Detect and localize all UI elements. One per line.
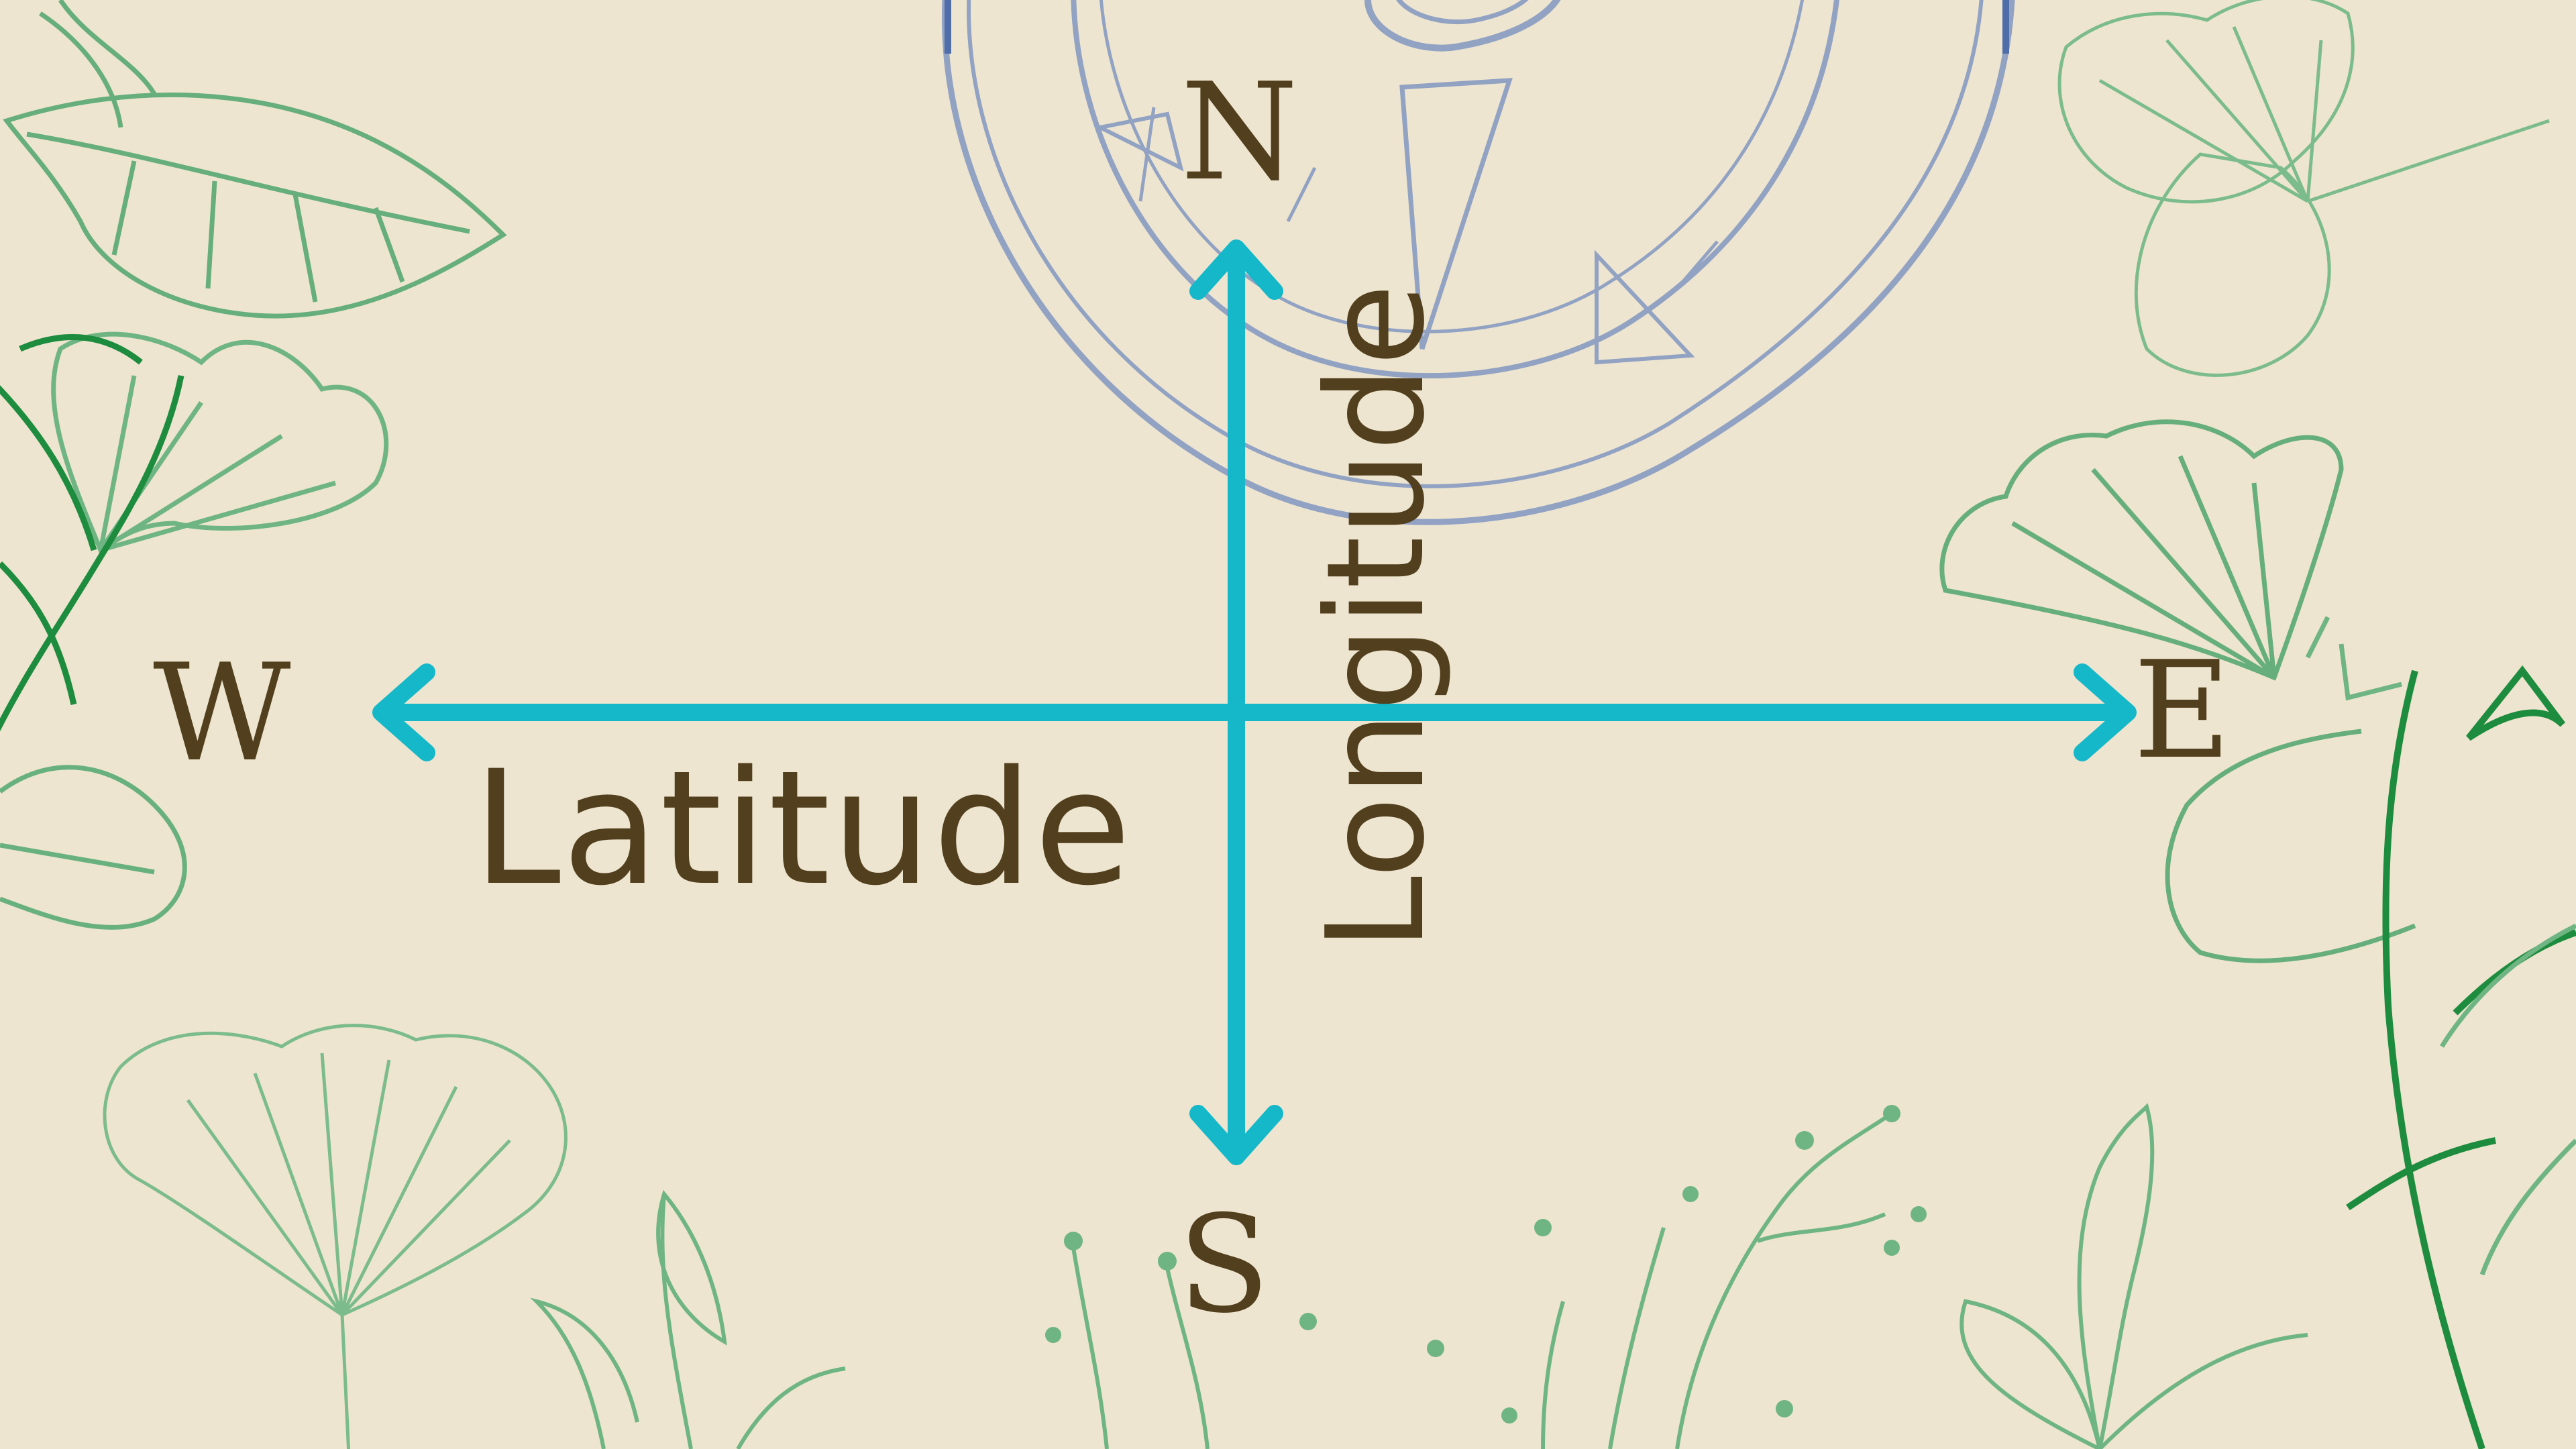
west-label: W — [153, 647, 291, 781]
latitude-label: Latitude — [473, 750, 1132, 908]
east-label: E — [2133, 644, 2231, 778]
north-label: N — [1181, 66, 1298, 200]
longitude-label: Longitude — [1309, 248, 1444, 986]
south-label: S — [1178, 1198, 1270, 1332]
